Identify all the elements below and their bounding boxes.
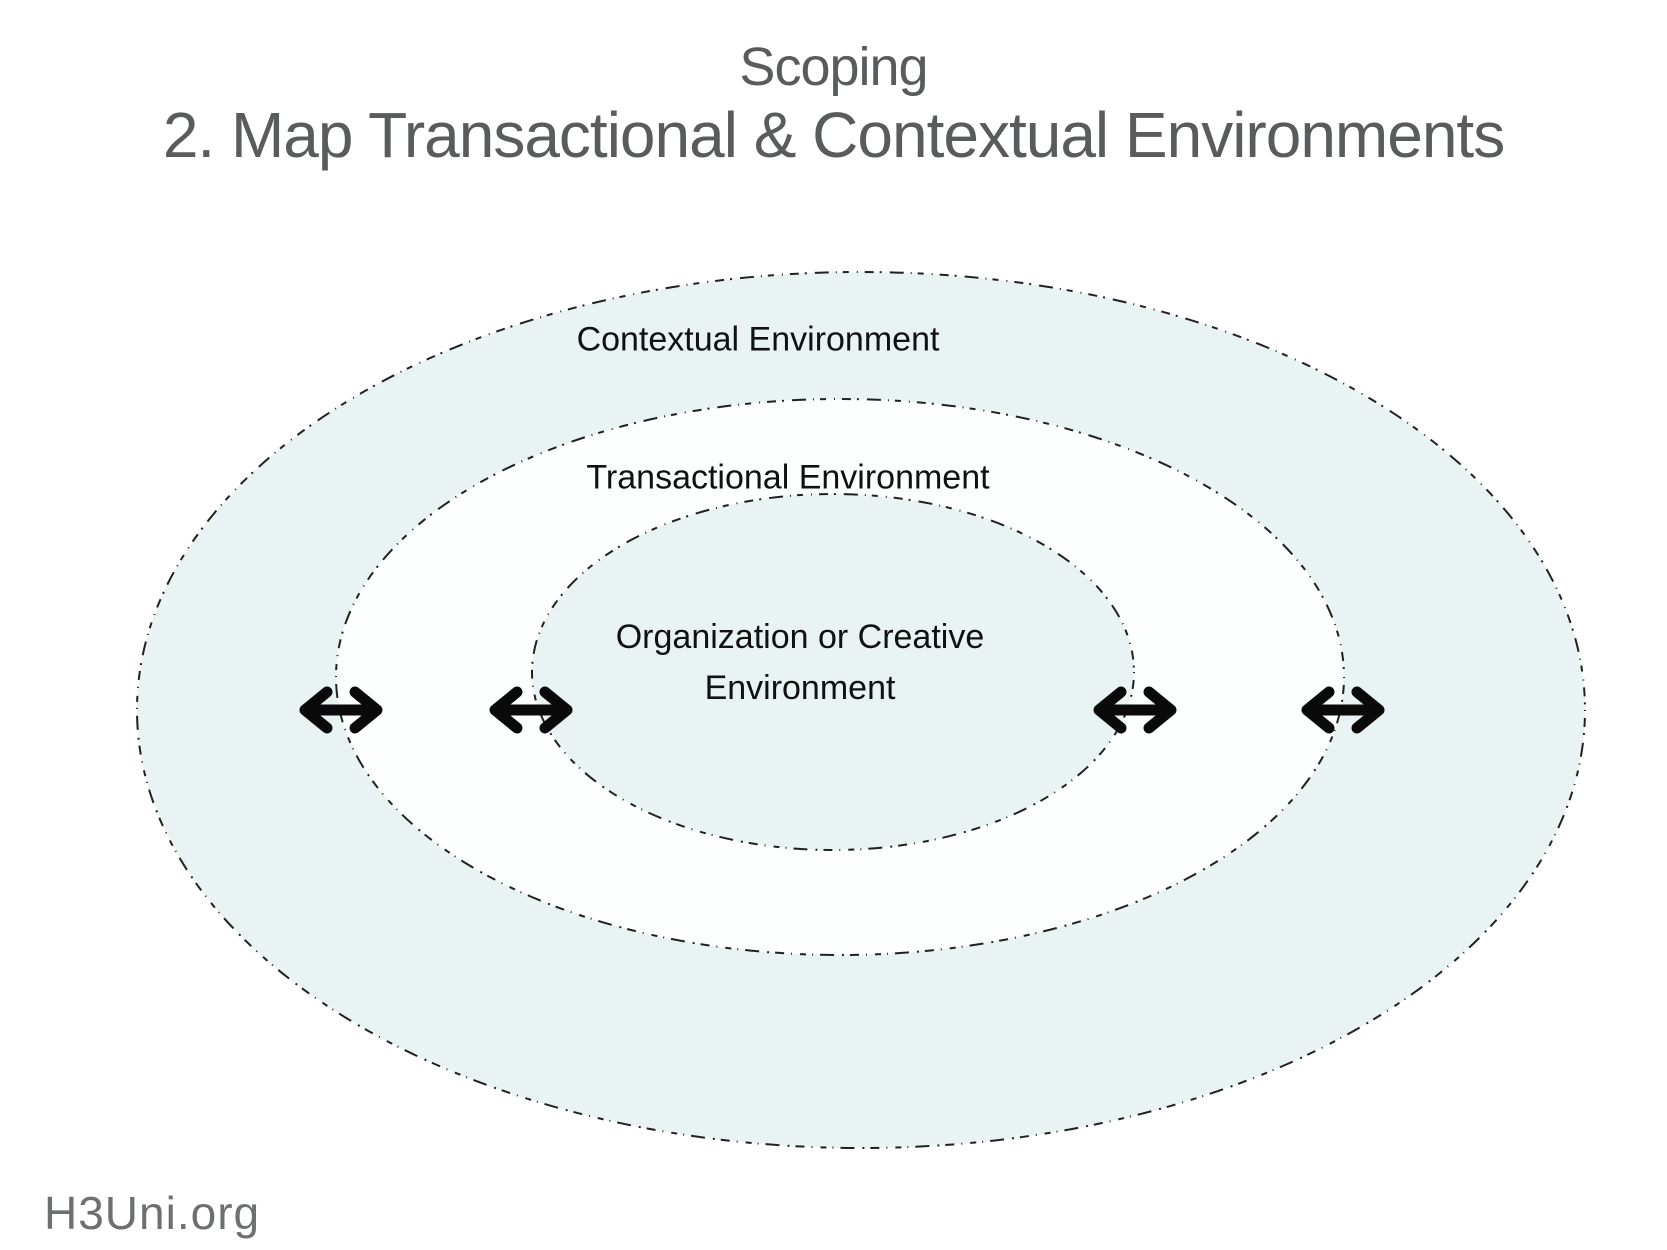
organization-environment-label-line1: Organization or Creative: [615, 618, 985, 656]
double-arrow-outer-right-icon: [1301, 686, 1385, 734]
transactional-environment-label: Transactional Environment: [586, 458, 990, 497]
organization-environment-label-line2: Environment: [704, 669, 896, 707]
double-arrow-inner-right-icon: [1093, 686, 1177, 734]
organization-environment-label: Organization or Creative Environment: [520, 612, 1080, 714]
title-kicker: Scoping: [739, 37, 928, 97]
organization-environment-ellipse: [531, 493, 1135, 851]
page-title: 2. Map Transactional & Contextual Enviro…: [162, 99, 1505, 171]
contextual-environment-label: Contextual Environment: [576, 320, 940, 359]
double-arrow-outer-left-icon: [299, 686, 383, 734]
double-arrow-inner-left-icon: [489, 686, 573, 734]
logo-text: H3Uni.org: [44, 1187, 261, 1239]
